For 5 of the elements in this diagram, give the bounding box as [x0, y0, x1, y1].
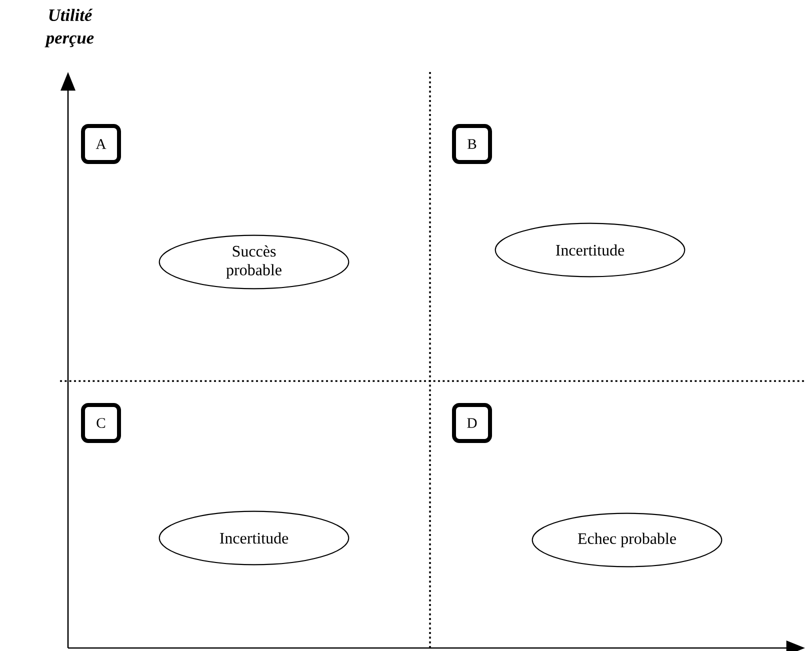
axis-label: Utilité perçue [44, 8, 94, 48]
letter-box: A [81, 124, 121, 164]
letter-box: B [452, 124, 492, 164]
letter-box: D [452, 403, 492, 443]
letter-box: C [81, 403, 121, 443]
